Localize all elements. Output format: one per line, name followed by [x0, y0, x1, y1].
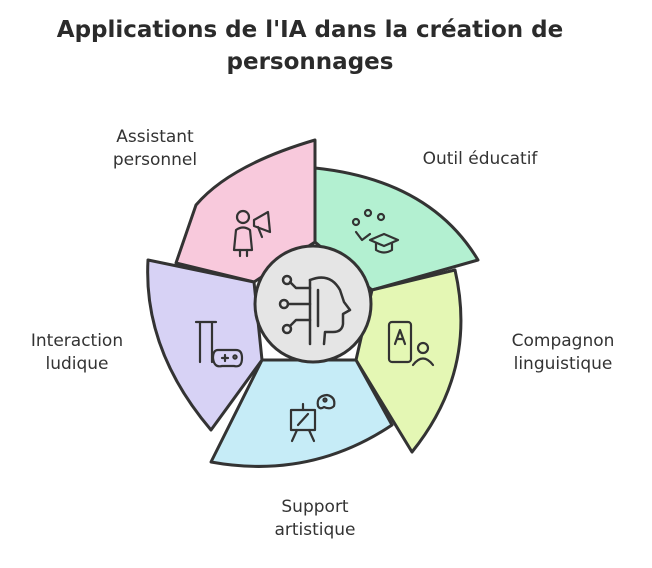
label-compagnon-linguistique: Compagnon linguistique: [488, 330, 638, 376]
label-interaction-ludique: Interaction ludique: [2, 330, 152, 376]
gamepad-icon: [194, 320, 244, 368]
diagram-title: Applications de l'IA dans la création de…: [0, 14, 620, 78]
label-line-2: personnel: [112, 150, 198, 170]
label-line-2: linguistique: [513, 354, 613, 374]
center-circle: [253, 244, 373, 364]
title-line-2: personnages: [226, 49, 394, 75]
label-line-1: Interaction: [30, 331, 124, 351]
segment-outil-educatif: [313, 166, 480, 292]
segment-support-artistique: [209, 358, 394, 468]
label-line-2: artistique: [274, 520, 356, 540]
person-megaphone-icon: [232, 209, 272, 258]
label-line-1: Assistant: [116, 127, 194, 147]
ai-head-circuit-icon: [278, 274, 352, 346]
label-line-1: Outil éducatif: [422, 149, 538, 169]
label-assistant-personnel: Assistant personnel: [80, 126, 230, 172]
label-line-1: Compagnon: [511, 331, 615, 351]
title-line-1: Applications de l'IA dans la création de: [56, 17, 564, 43]
segment-interaction-ludique: [146, 258, 264, 432]
label-outil-educatif: Outil éducatif: [405, 148, 555, 171]
graduation-cap-icon: [351, 208, 400, 254]
label-line-2: ludique: [45, 354, 109, 374]
label-support-artistique: Support artistique: [240, 496, 390, 542]
language-book-person-icon: [387, 320, 435, 367]
label-line-1: Support: [281, 497, 349, 517]
easel-palette-icon: [289, 393, 336, 443]
